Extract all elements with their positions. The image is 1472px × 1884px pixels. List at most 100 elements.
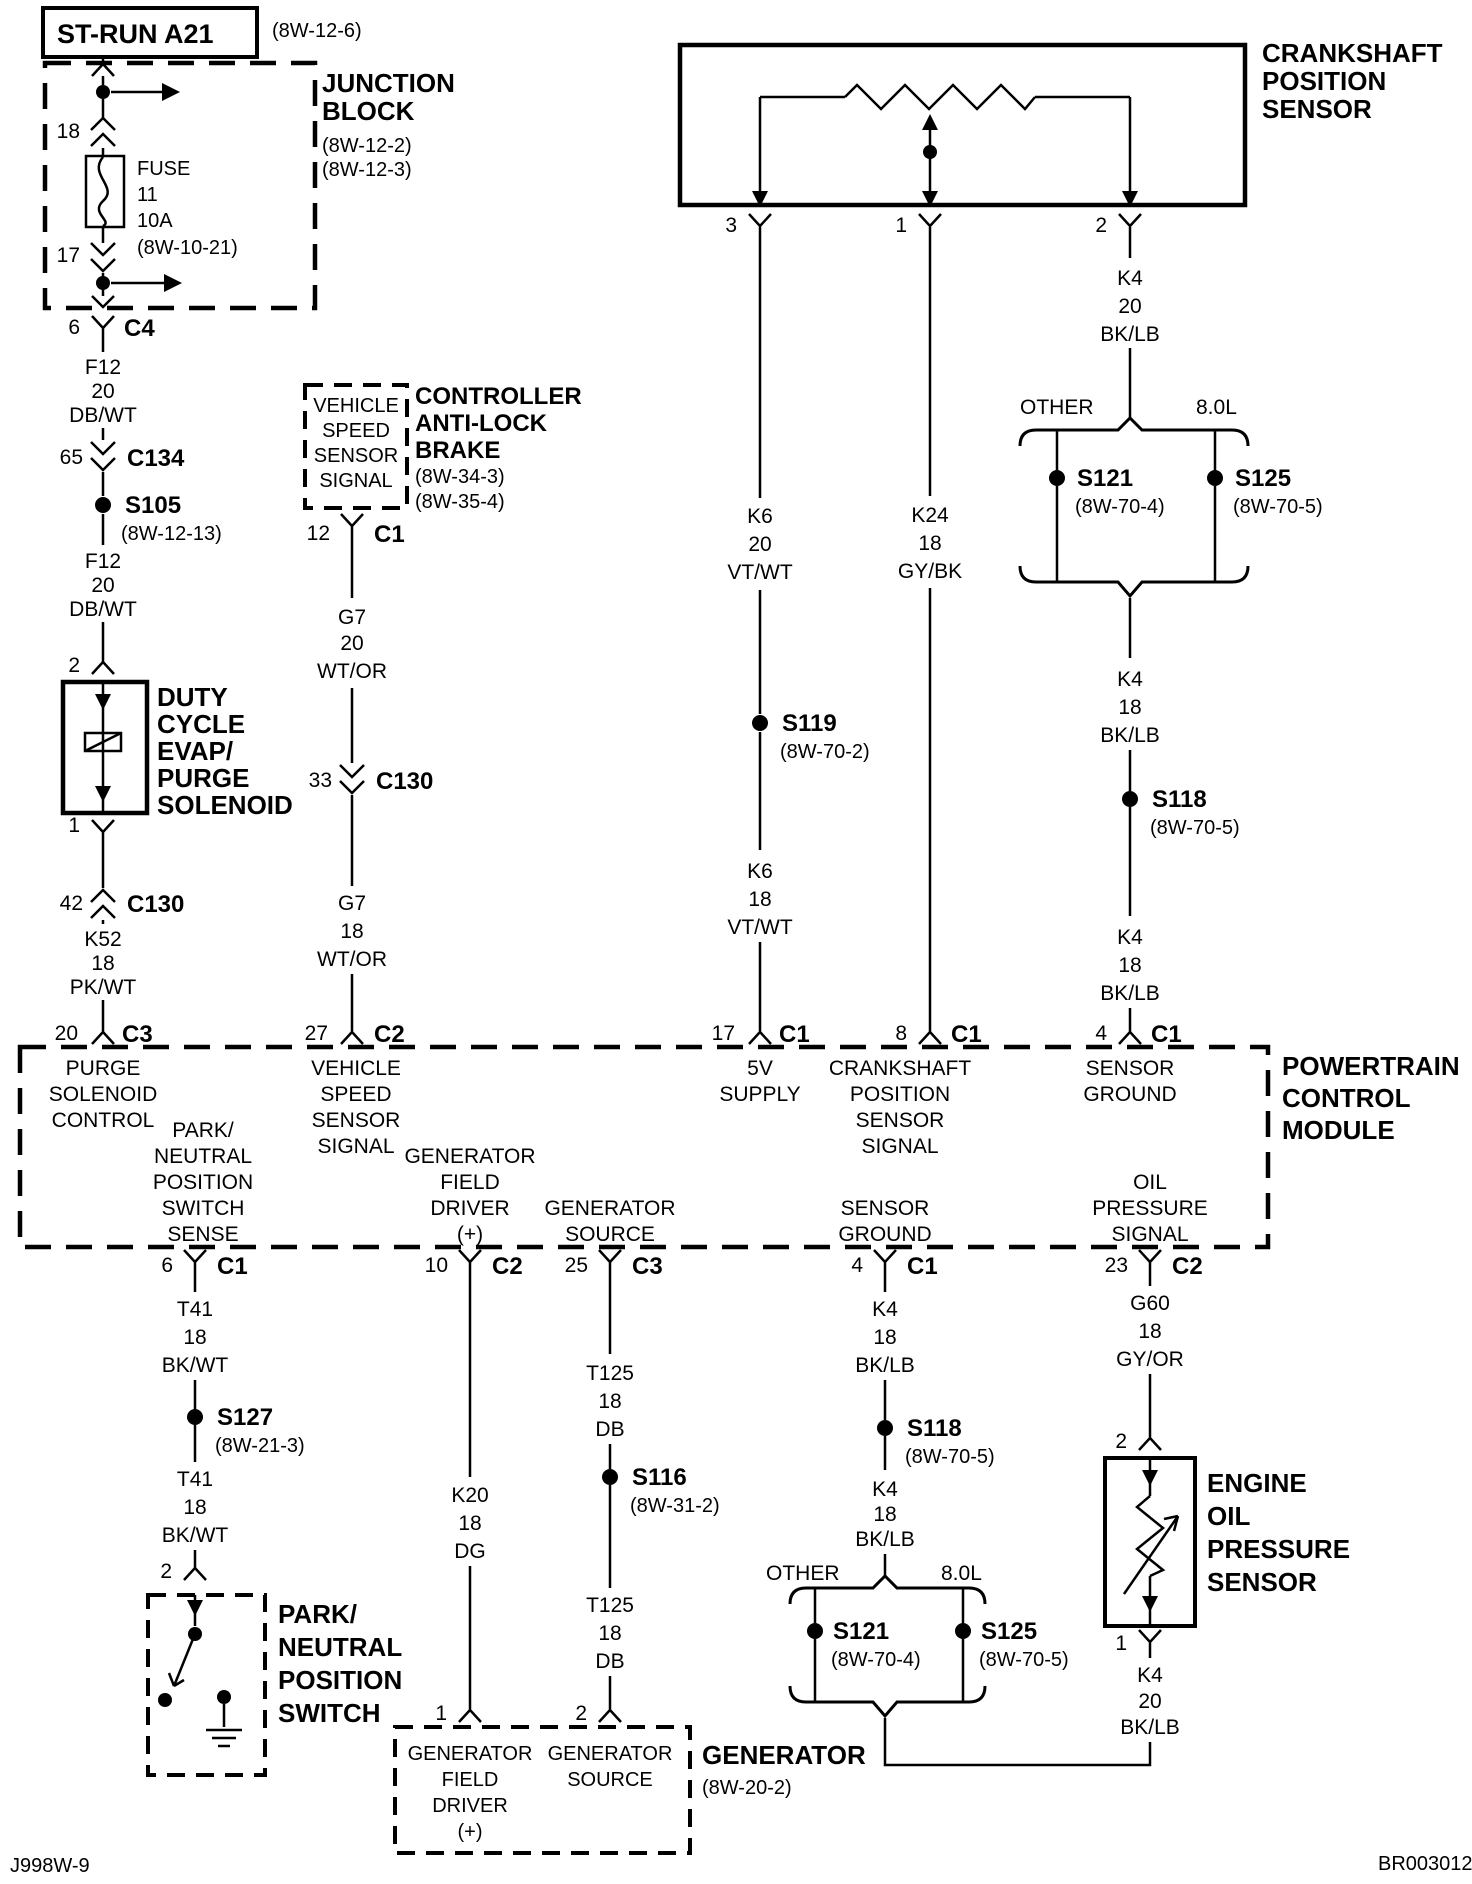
connector-fork-symbols [91,213,1162,1723]
merge-brace-bottom [788,1685,987,1719]
pcm-circuit-label: SIGNAL [317,1135,394,1158]
fuse-rating: 10A [137,210,173,232]
component-label: PRESSURE [1207,1534,1350,1564]
component-label: POSITION [278,1665,402,1695]
variant-label: 8.0L [1196,396,1237,419]
splice-ref: (8W-70-4) [1075,496,1165,518]
box-signal-label: VEHICLE [313,395,399,417]
component-label: PURGE [157,763,249,793]
splice-s125-dot [1207,470,1223,486]
wire-gauge: 18 [1138,1320,1161,1343]
splice-name: S118 [1152,786,1207,813]
wire-gauge: 18 [748,888,771,911]
wire-id: K20 [451,1484,488,1507]
diagram-sheet-code: J998W-9 [10,1855,90,1877]
box-signal-label: GENERATOR [548,1743,673,1765]
splice-ref: (8W-70-5) [905,1446,995,1468]
wire-color: BK/LB [855,1354,915,1377]
wire-gauge: 20 [1138,1690,1161,1713]
wire-id: T41 [177,1468,213,1491]
splice-ref: (8W-70-4) [831,1649,921,1671]
wire-gauge: 20 [1118,295,1141,318]
wire-gauge: 18 [598,1622,621,1645]
component-ref: (8W-34-3) [415,466,505,488]
wire-id: K52 [84,928,121,951]
component-label: CONTROL [1282,1083,1411,1113]
wire-gauge: 18 [598,1390,621,1413]
wire-color: WT/OR [317,660,387,683]
pcm-circuit-label: (+) [457,1223,483,1246]
junction-block-label: BLOCK [322,96,415,126]
pcm-circuit-label: SENSOR [312,1109,401,1132]
variant-label: OTHER [766,1562,840,1585]
variant-label: OTHER [1020,396,1094,419]
component-label: NEUTRAL [278,1632,402,1662]
wire-color: DB/WT [69,598,137,621]
pin-number: 10 [425,1254,448,1277]
pcm-circuit-label: POSITION [850,1083,950,1106]
wire-id: T41 [177,1298,213,1321]
sensor-tap-dot [923,145,937,159]
fuse-element-icon [97,156,109,228]
component-label: SWITCH [278,1698,381,1728]
pin-number: 8 [895,1022,907,1045]
connector-name: C1 [217,1253,248,1280]
fuse-number: 11 [137,184,158,206]
splice-ref: (8W-12-13) [121,523,222,545]
component-label: SENSOR [1262,94,1372,124]
wire-gauge: 18 [873,1326,896,1349]
wire-gauge: 18 [183,1326,206,1349]
pin-number: 3 [725,214,737,237]
component-label: POSITION [1262,66,1386,96]
wire-color: DB/WT [69,404,137,427]
pin-number: 17 [57,244,80,267]
variant-label: 8.0L [941,1562,982,1585]
pcm-circuit-label: VEHICLE [311,1057,401,1080]
wire-color: BK/LB [1120,1716,1180,1739]
pcm-circuit-label: FIELD [440,1171,500,1194]
splice-ref: (8W-70-5) [1233,496,1323,518]
controller-antilock-brake-box [303,383,409,510]
switch-blade-arrow-icon [167,1672,185,1688]
pcm-circuit-label: CRANKSHAFT [829,1057,972,1080]
splice-s121-dot [807,1623,823,1639]
solenoid-symbol [83,731,123,753]
splice-ref: (8W-21-3) [215,1435,305,1457]
wire-id: G60 [1130,1292,1170,1315]
wire-id: K4 [1117,668,1143,691]
pin-number: 33 [309,769,332,792]
wire-gauge: 20 [91,380,114,403]
crankshaft-position-sensor-box [677,42,1248,208]
pin-number: 2 [575,1702,587,1725]
splice-s125-dot [955,1623,971,1639]
engine-oil-pressure-sensor-box [1103,1456,1197,1628]
pin-number: 42 [60,892,83,915]
switch-contact-dot [188,1627,202,1641]
component-label: SENSOR [1207,1567,1317,1597]
component-label: EVAP/ [157,736,233,766]
wire-color: BK/WT [162,1354,229,1377]
wire-id: K4 [1117,926,1143,949]
splice-s118-dot [877,1420,893,1436]
pin-number: 65 [60,446,83,469]
component-label: ENGINE [1207,1468,1307,1498]
pcm-circuit-label: SIGNAL [861,1135,938,1158]
wire [101,57,1217,1767]
wire-color: GY/BK [898,560,962,583]
component-label: PARK/ [278,1599,357,1629]
wire-color: DB [595,1650,624,1673]
solenoid-symbol-diagonal [84,731,122,753]
wire-id: K4 [872,1478,898,1501]
component-ref: (8W-35-4) [415,491,505,513]
pcm-circuit-label: CONTROL [52,1109,155,1132]
splice-name: S125 [981,1618,1037,1645]
generator-box [393,1725,692,1855]
wire-id: K6 [747,860,773,883]
connector-name: C134 [127,445,185,472]
wire-color: DG [454,1540,486,1563]
connector-name: C2 [1172,1253,1203,1280]
connector-name: C4 [124,315,155,342]
wire-gauge: 18 [918,532,941,555]
pcm-circuit-label: NEUTRAL [154,1145,252,1168]
